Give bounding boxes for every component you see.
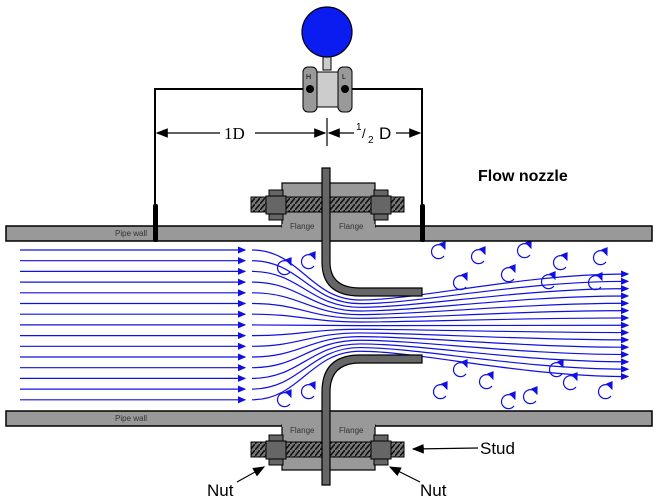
nut-label-right: Nut (420, 481, 447, 500)
eddy (478, 370, 494, 390)
transmitter-head (301, 6, 353, 58)
eddy (276, 388, 292, 408)
nozzle-top (321, 167, 423, 297)
streamline-nozzle (251, 328, 630, 337)
high-port-label: H (306, 74, 311, 81)
eddy (300, 250, 316, 270)
streamline-nozzle (251, 350, 630, 401)
streamline-nozzle (251, 336, 630, 358)
pressure-tap-high (153, 204, 158, 242)
dimension-lines: 1D 1 / 2 D (155, 118, 422, 146)
eddy (300, 380, 316, 400)
diagram-title: Flow nozzle (478, 168, 568, 185)
low-port-label: L (342, 74, 346, 81)
eddy (470, 245, 486, 265)
streamline-nozzle (251, 249, 630, 301)
streamline-nozzle (251, 281, 630, 312)
streamline-nozzle (251, 313, 630, 323)
eddy (548, 358, 564, 378)
eddy (500, 390, 516, 410)
flange-label: Flange (290, 222, 315, 231)
pipe-wall-bottom-label: Pipe wall (115, 414, 147, 423)
eddy (430, 240, 446, 260)
eddy (500, 263, 516, 283)
flange-label: Flange (339, 426, 364, 435)
flow-streamlines (20, 246, 630, 404)
half-denominator: 2 (368, 135, 374, 146)
streamline-nozzle (251, 343, 630, 379)
pipe-wall-top-label: Pipe wall (115, 229, 147, 238)
eddy (452, 271, 468, 291)
eddy (452, 358, 468, 378)
streamline-nozzle (251, 260, 630, 305)
flange-label: Flange (339, 222, 364, 231)
svg-text:/: / (362, 126, 366, 141)
eddy (516, 239, 532, 259)
upstream-distance-label: 1D (224, 124, 245, 143)
eddy (276, 256, 292, 276)
streamline-nozzle (251, 302, 630, 319)
streamline-nozzle (251, 332, 630, 347)
streamline-nozzle (251, 339, 630, 369)
eddy (597, 380, 613, 400)
eddy (562, 371, 578, 391)
nut-label-left: Nut (207, 481, 234, 500)
downstream-distance-unit: D (379, 124, 391, 143)
streamline-nozzle (251, 346, 630, 390)
stud-label: Stud (480, 439, 515, 458)
streamline-nozzle (251, 270, 630, 308)
nozzle-bottom (321, 354, 423, 486)
dp-transmitter: H L (301, 6, 353, 113)
impulse-line-low (346, 88, 423, 238)
eddy (522, 385, 538, 405)
eddy-currents (276, 239, 613, 410)
flange-label: Flange (290, 426, 315, 435)
impulse-line-high (154, 88, 309, 230)
streamline-nozzle (251, 292, 630, 316)
eddy (552, 251, 568, 271)
eddy (592, 246, 608, 266)
eddy (540, 270, 556, 290)
pressure-tap-low (420, 204, 425, 242)
eddy (432, 380, 448, 400)
eddy (587, 271, 603, 291)
streamline-nozzle (251, 321, 630, 329)
half-numerator: 1 (356, 122, 362, 133)
